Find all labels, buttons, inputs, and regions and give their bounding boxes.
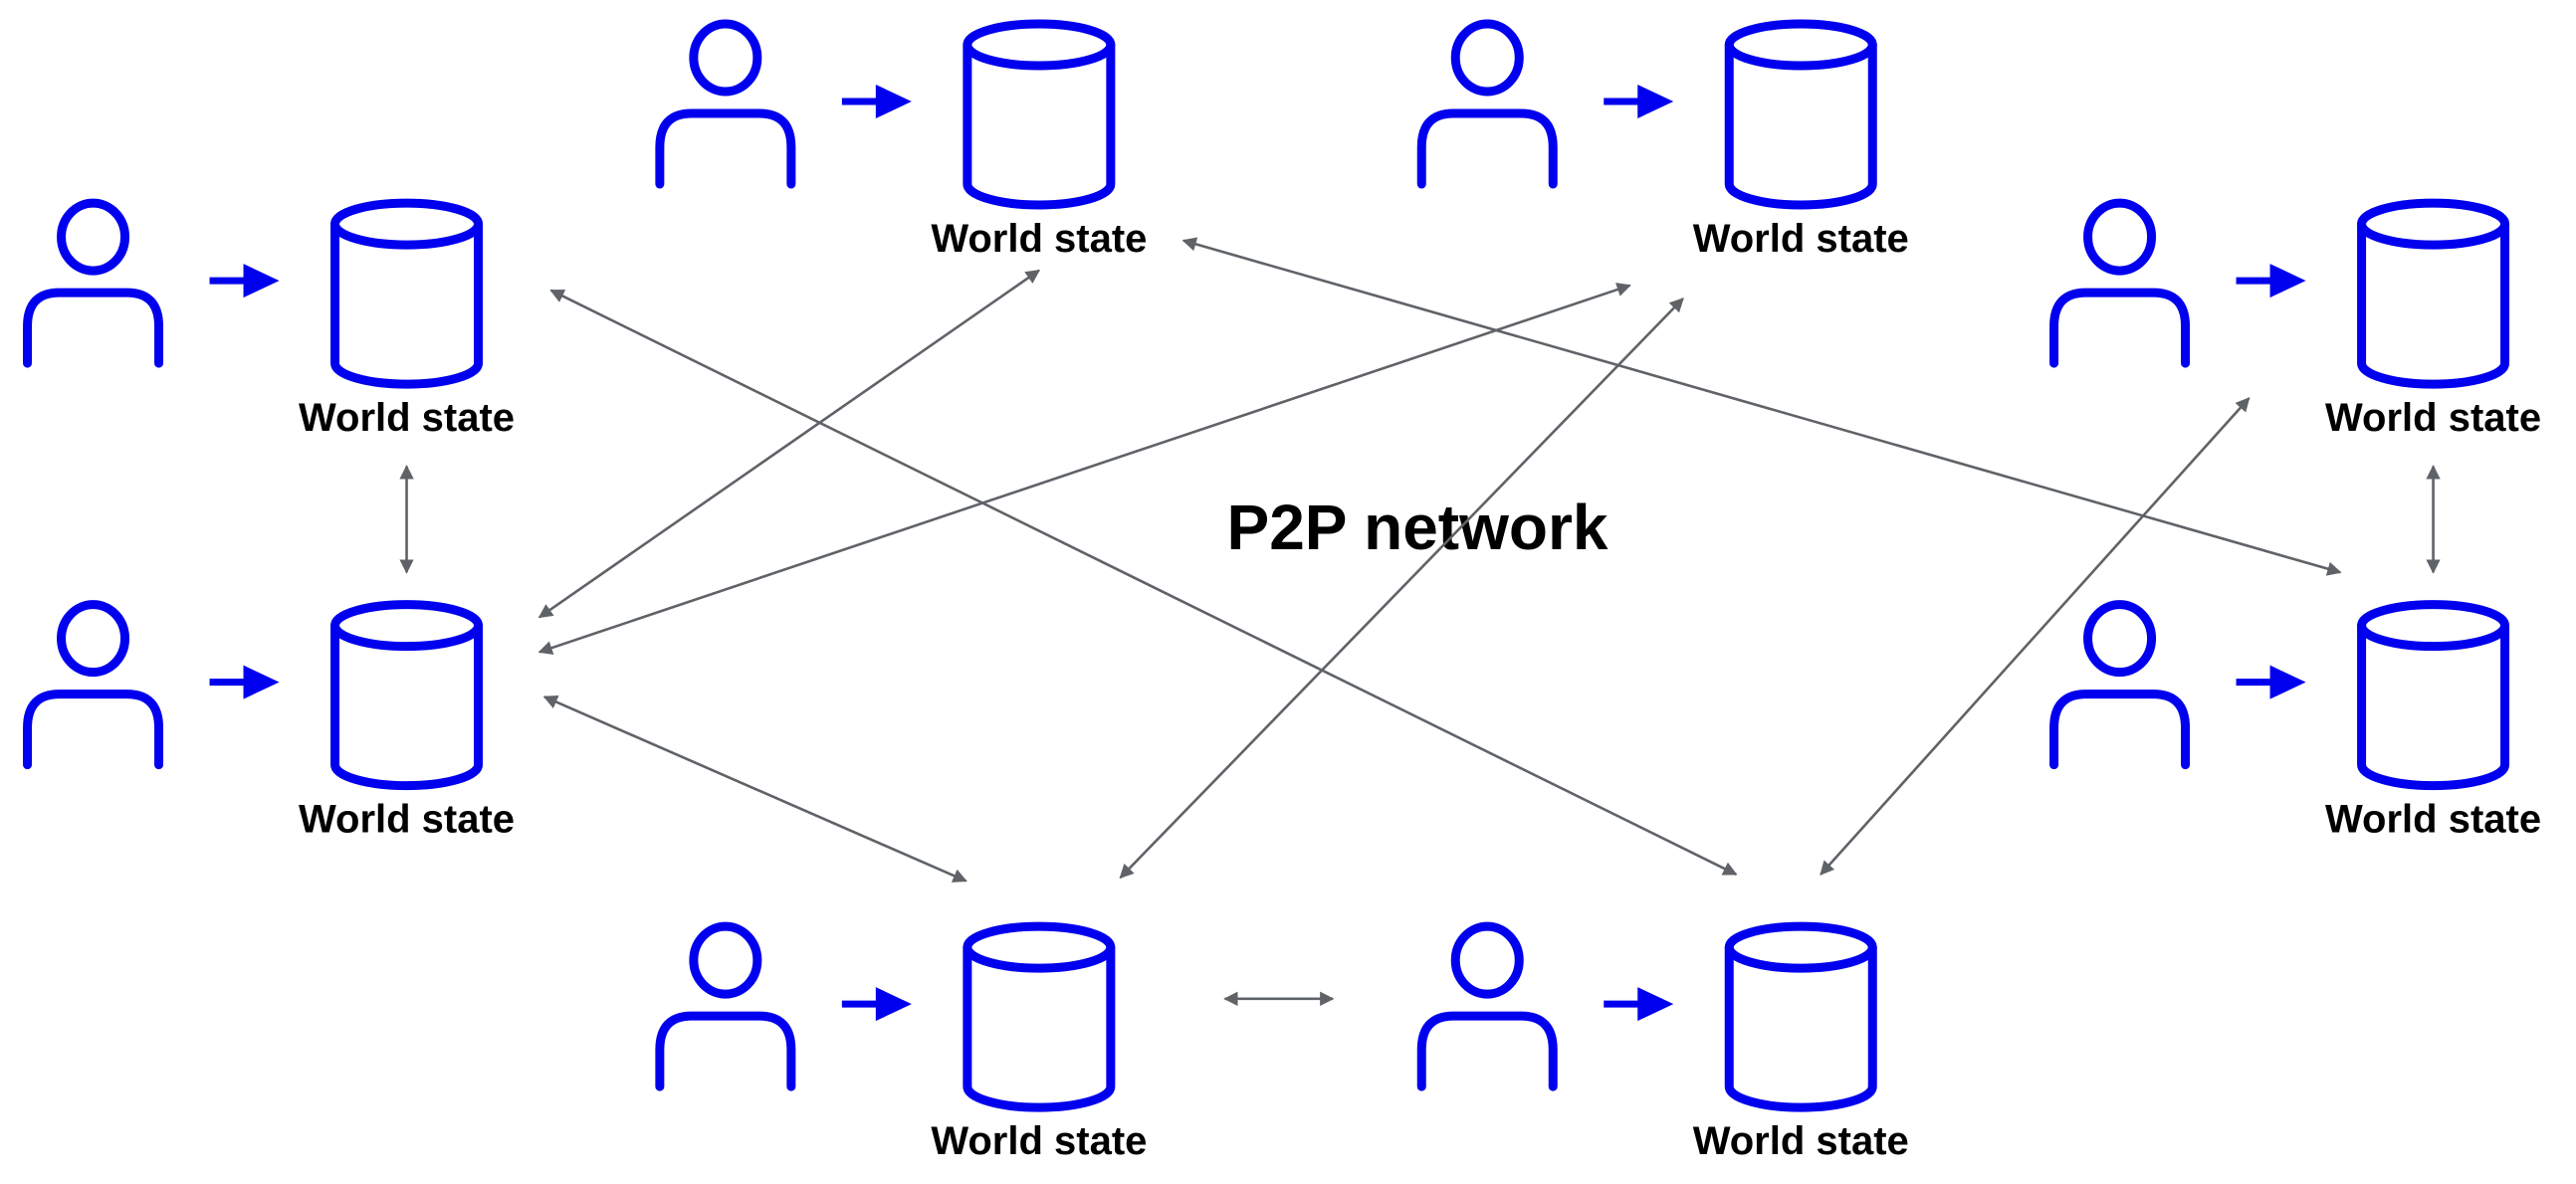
node-d: World state: [1416, 19, 1909, 261]
database-icon: [2357, 600, 2510, 791]
arrow-right-icon: [841, 987, 912, 1022]
arrow-right-icon: [1604, 85, 1674, 119]
node-c: World state: [655, 19, 1147, 261]
node-label: World state: [299, 798, 515, 842]
database-icon: [963, 19, 1116, 210]
node-label: World state: [931, 217, 1147, 261]
arrow-right-icon: [209, 264, 280, 298]
database-icon: [1724, 19, 1877, 210]
link-a-h: [549, 289, 1738, 876]
user-icon: [23, 600, 164, 770]
node-b: World state: [23, 600, 515, 842]
user-icon: [23, 198, 164, 368]
link-d-g: [1119, 297, 1684, 880]
link-e-h: [1820, 397, 2251, 876]
user-icon: [1416, 921, 1558, 1091]
arrow-right-icon: [209, 665, 280, 699]
database-icon: [1724, 921, 1877, 1112]
node-label: World state: [1693, 217, 1909, 261]
database-icon: [330, 600, 484, 791]
user-icon: [655, 19, 796, 189]
arrow-right-icon: [841, 85, 912, 119]
node-label: World state: [931, 1119, 1147, 1163]
arrow-right-icon: [1604, 987, 1674, 1022]
node-label: World state: [2325, 798, 2541, 842]
database-icon: [2357, 198, 2510, 389]
diagram-title: P2P network: [1227, 492, 1609, 563]
node-g: World state: [655, 921, 1147, 1163]
node-label: World state: [299, 396, 515, 440]
database-icon: [963, 921, 1116, 1112]
arrow-right-icon: [2236, 665, 2306, 699]
node-f: World state: [2049, 600, 2541, 842]
node-label: World state: [2325, 396, 2541, 440]
database-icon: [330, 198, 484, 389]
link-d-b: [537, 283, 1631, 656]
link-b-g: [542, 694, 967, 883]
links-layer: [399, 237, 2441, 1006]
node-a: World state: [23, 198, 515, 440]
node-e: World state: [2049, 198, 2541, 440]
arrow-right-icon: [2236, 264, 2306, 298]
user-icon: [655, 921, 796, 1091]
user-icon: [2049, 600, 2191, 770]
node-h: World state: [1416, 921, 1909, 1163]
user-icon: [1416, 19, 1558, 189]
user-icon: [2049, 198, 2191, 368]
node-label: World state: [1693, 1119, 1909, 1163]
